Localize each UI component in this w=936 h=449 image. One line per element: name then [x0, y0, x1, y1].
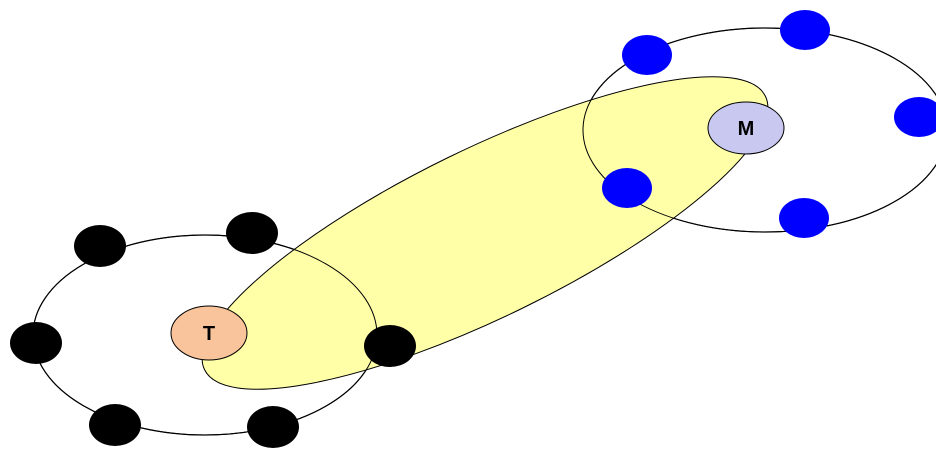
left-node-1: [74, 225, 126, 267]
t-node: T: [170, 305, 248, 361]
right-node-3: [894, 97, 936, 137]
left-node-4: [364, 325, 416, 367]
right-node-5: [779, 198, 829, 238]
t-node-shape: [170, 305, 248, 361]
left-node-6: [247, 406, 299, 448]
right-node-2: [780, 10, 830, 50]
right-node-1: [622, 35, 672, 75]
link-region: [201, 76, 769, 390]
left-node-5: [89, 404, 141, 446]
m-node: M: [707, 101, 785, 155]
m-node-label: M: [738, 118, 755, 140]
t-node-label: T: [203, 323, 215, 345]
m-node-shape: [707, 101, 785, 155]
left-node-3: [10, 322, 62, 364]
right-ring-overlay: [582, 27, 936, 233]
right-node-4: [602, 168, 652, 208]
left-node-2: [226, 212, 278, 254]
link-region-shape: [201, 76, 769, 390]
